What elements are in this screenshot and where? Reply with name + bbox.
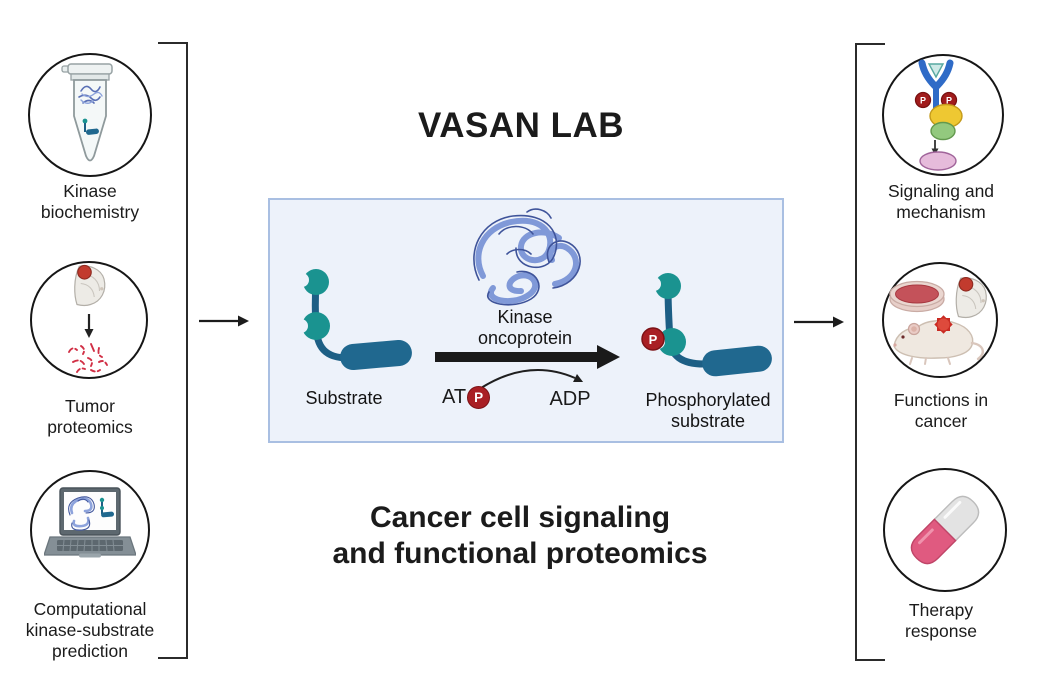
receptor-y-shape: [918, 59, 954, 112]
phosphate-badge-on-substrate: P: [641, 327, 665, 351]
substrate-icon: [294, 269, 412, 371]
peptide-squiggles: [68, 343, 108, 373]
atp-label: AT P: [442, 386, 491, 409]
tube-protein-scribble: [78, 85, 103, 104]
kinase-oncoprotein-structure-icon: [473, 208, 581, 306]
kinase-oncoprotein-label: Kinase oncoprotein: [477, 307, 573, 348]
phosphorylated-substrate-label: Phosphorylated substrate: [645, 390, 771, 431]
petri-dish: [888, 280, 945, 313]
phospho-sites: P P: [914, 91, 958, 109]
flow-arrow-left: [199, 315, 249, 327]
screen-substrate-mini: [99, 497, 115, 518]
right-bracket: [855, 43, 885, 661]
svg-text:P: P: [649, 332, 658, 347]
signaling-mechanism-circle: P P: [882, 54, 1004, 176]
computational-prediction-label: Computational kinase-substrate predictio…: [25, 599, 155, 661]
svg-text:P: P: [946, 96, 952, 106]
therapy-response-circle: [883, 468, 1007, 592]
kinase-biochemistry-label: Kinase biochemistry: [40, 181, 140, 222]
flow-arrow-right: [794, 316, 844, 328]
adp-label: ADP: [549, 388, 591, 410]
petri-breast-mouse-icon: [888, 276, 987, 365]
figure-subtitle: Cancer cell signaling and functional pro…: [332, 501, 708, 570]
keyboard-keys: [57, 539, 123, 552]
phosphate-badge: P: [467, 386, 491, 409]
tumor-mouse: [892, 315, 984, 365]
left-bracket: [158, 42, 188, 659]
tumor-proteomics-circle: [30, 261, 148, 379]
signaling-mechanism-label: Signaling and mechanism: [887, 181, 995, 222]
laptop-protein-icon: [44, 487, 136, 558]
capsule-pill-icon: [910, 495, 980, 565]
lab-title: VASAN LAB: [417, 106, 625, 145]
tube-substrate-mini: [82, 118, 99, 135]
tumor-proteomics-label: Tumor proteomics: [47, 396, 133, 437]
functions-in-cancer-circle: [882, 262, 998, 378]
substrate-label: Substrate: [305, 388, 383, 408]
svg-text:P: P: [920, 96, 926, 106]
breast-small: [955, 276, 987, 318]
functions-in-cancer-label: Functions in cancer: [893, 390, 989, 431]
atp-adp-curved-arrow: [480, 369, 584, 389]
effector-green: [930, 121, 956, 141]
mouse-tumor: [933, 315, 953, 334]
ligand-triangle: [927, 63, 945, 79]
microcentrifuge-tube-icon: [61, 63, 113, 162]
breast-tumor-to-peptides-icon: [68, 264, 108, 373]
receptor-signaling-icon: P P: [914, 59, 963, 171]
phosphorylated-substrate-icon: P: [641, 273, 772, 377]
nucleus-pink: [919, 151, 957, 171]
screen-protein-scribble: [68, 496, 95, 531]
reaction-arrow: [435, 345, 620, 369]
computational-prediction-circle: [30, 470, 150, 590]
atp-text: AT: [442, 386, 467, 408]
therapy-response-label: Therapy response: [905, 600, 977, 641]
reaction-panel: Substrate Kinase oncoprotein AT P: [268, 198, 784, 443]
kinase-biochemistry-circle: [28, 53, 152, 177]
